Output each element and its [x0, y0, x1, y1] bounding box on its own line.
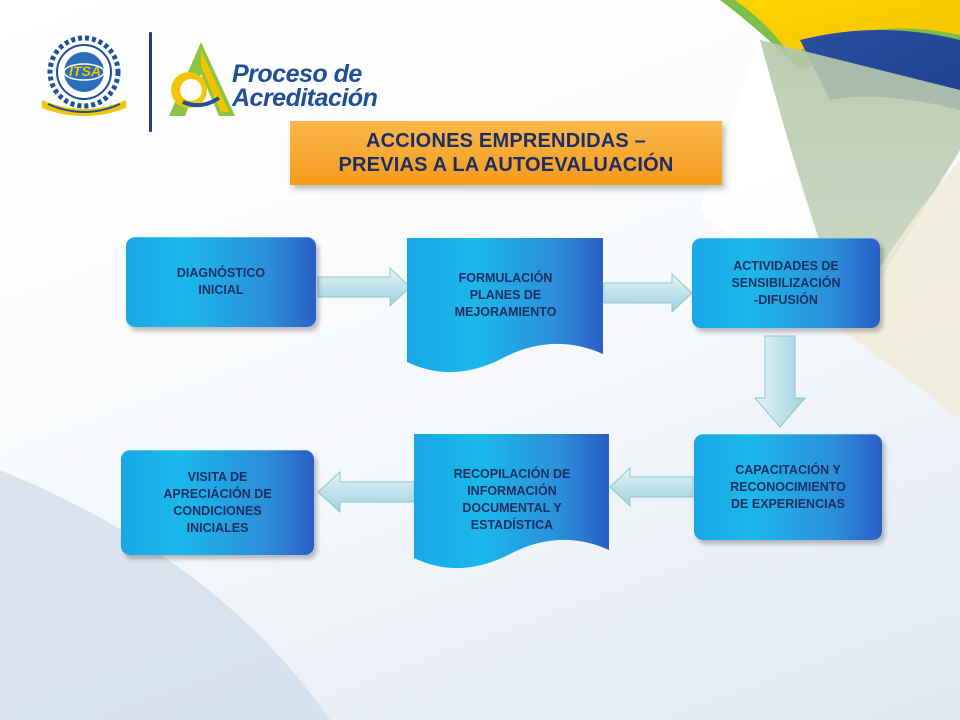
- title-box: ACCIONES EMPRENDIDAS – PREVIAS A LA AUTO…: [290, 121, 722, 185]
- header-divider: [149, 32, 152, 132]
- step-recopilacion-label: RECOPILACIÓN DE INFORMACIÓN DOCUMENTAL Y…: [453, 467, 571, 532]
- left-arrow-icon: [317, 470, 415, 514]
- yellow-swoosh: [735, 0, 960, 55]
- right-arrow-icon: [603, 272, 693, 314]
- step-visita-label: VISITA DE APRECIÁCIÓN DE CONDICIONES INI…: [163, 469, 272, 535]
- brand-line2: Acreditación: [232, 84, 378, 112]
- step-capacitacion-label: CAPACITACIÓN Y RECONOCIMIENTO DE EXPERIE…: [730, 462, 846, 511]
- itsa-seal-icon: [42, 35, 126, 116]
- brand-line1: Proceso de: [232, 60, 362, 88]
- step-capacitacion: CAPACITACIÓN Y RECONOCIMIENTO DE EXPERIE…: [694, 434, 882, 540]
- step-formulacion-label: FORMULACIÓN PLANES DE MEJORAMIENTO: [454, 271, 557, 319]
- step-formulacion: FORMULACIÓN PLANES DE MEJORAMIENTO: [403, 236, 608, 384]
- down-arrow-icon: [753, 335, 807, 428]
- title-line1: ACCIONES EMPRENDIDAS –: [366, 130, 646, 152]
- step-recopilacion: RECOPILACIÓN DE INFORMACIÓN DOCUMENTAL Y…: [410, 432, 614, 580]
- left-arrow-icon: [609, 466, 694, 508]
- itsa-acronym: ITSA: [69, 63, 101, 79]
- step-diagnostico-label: DIAGNÓSTICO INICIAL: [176, 266, 266, 297]
- blue-wash: [0, 470, 330, 720]
- step-visita: VISITA DE APRECIÁCIÓN DE CONDICIONES INI…: [121, 450, 314, 555]
- title-line2: PREVIAS A LA AUTOEVALUACIÓN: [338, 154, 674, 176]
- acreditacion-a-icon: [169, 42, 235, 116]
- sage-panel: [760, 40, 960, 330]
- step-actividades: ACTIVIDADES DE SENSIBILIZACIÓN -DIFUSIÓN: [692, 238, 880, 328]
- right-arrow-icon: [317, 266, 411, 308]
- step-actividades-label: ACTIVIDADES DE SENSIBILIZACIÓN -DIFUSIÓN: [731, 258, 841, 307]
- cream-panel: [840, 160, 960, 420]
- step-diagnostico: DIAGNÓSTICO INICIAL: [126, 237, 316, 327]
